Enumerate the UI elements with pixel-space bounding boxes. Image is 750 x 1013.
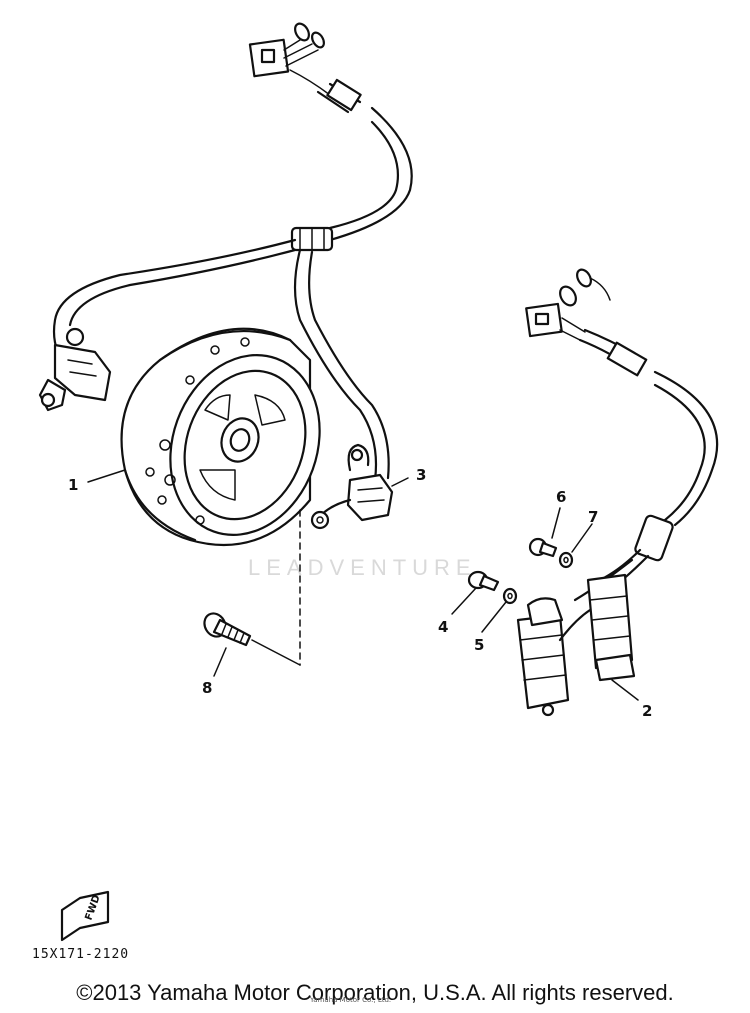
screw-6[interactable] <box>528 537 558 558</box>
callout-7: 7 <box>588 508 598 526</box>
flywheel-rotor[interactable] <box>120 327 345 556</box>
washer-7[interactable] <box>558 551 574 569</box>
callout-4: 4 <box>438 618 448 636</box>
alignment-line <box>251 509 301 666</box>
upper-connector[interactable] <box>248 21 326 78</box>
bolt-8[interactable] <box>200 610 252 647</box>
callout-3: 3 <box>416 466 426 484</box>
left-pickup-coil[interactable] <box>38 327 112 412</box>
diagram-code: 15X171-2120 <box>32 947 129 962</box>
stator-coil[interactable] <box>516 573 636 717</box>
upper-wire-harness <box>52 69 413 482</box>
callout-6: 6 <box>556 488 566 506</box>
callout-1: 1 <box>68 476 78 494</box>
screw-4[interactable] <box>467 570 500 592</box>
leader-lines <box>87 469 639 701</box>
fwd-arrow-icon: FWD <box>60 890 110 942</box>
callout-2: 2 <box>642 702 652 720</box>
washer-5[interactable] <box>502 587 518 605</box>
right-connector[interactable] <box>525 267 611 341</box>
right-wire-harness <box>573 328 719 602</box>
fineprint: Yamaha Motor Co., Ltd. <box>310 996 392 1004</box>
copyright-notice: ©2013 Yamaha Motor Corporation, U.S.A. A… <box>76 980 674 1005</box>
pickup-coil[interactable] <box>310 443 394 530</box>
callout-8: 8 <box>202 679 212 697</box>
callout-5: 5 <box>474 636 484 654</box>
watermark: LEADVENTURE <box>248 555 477 580</box>
